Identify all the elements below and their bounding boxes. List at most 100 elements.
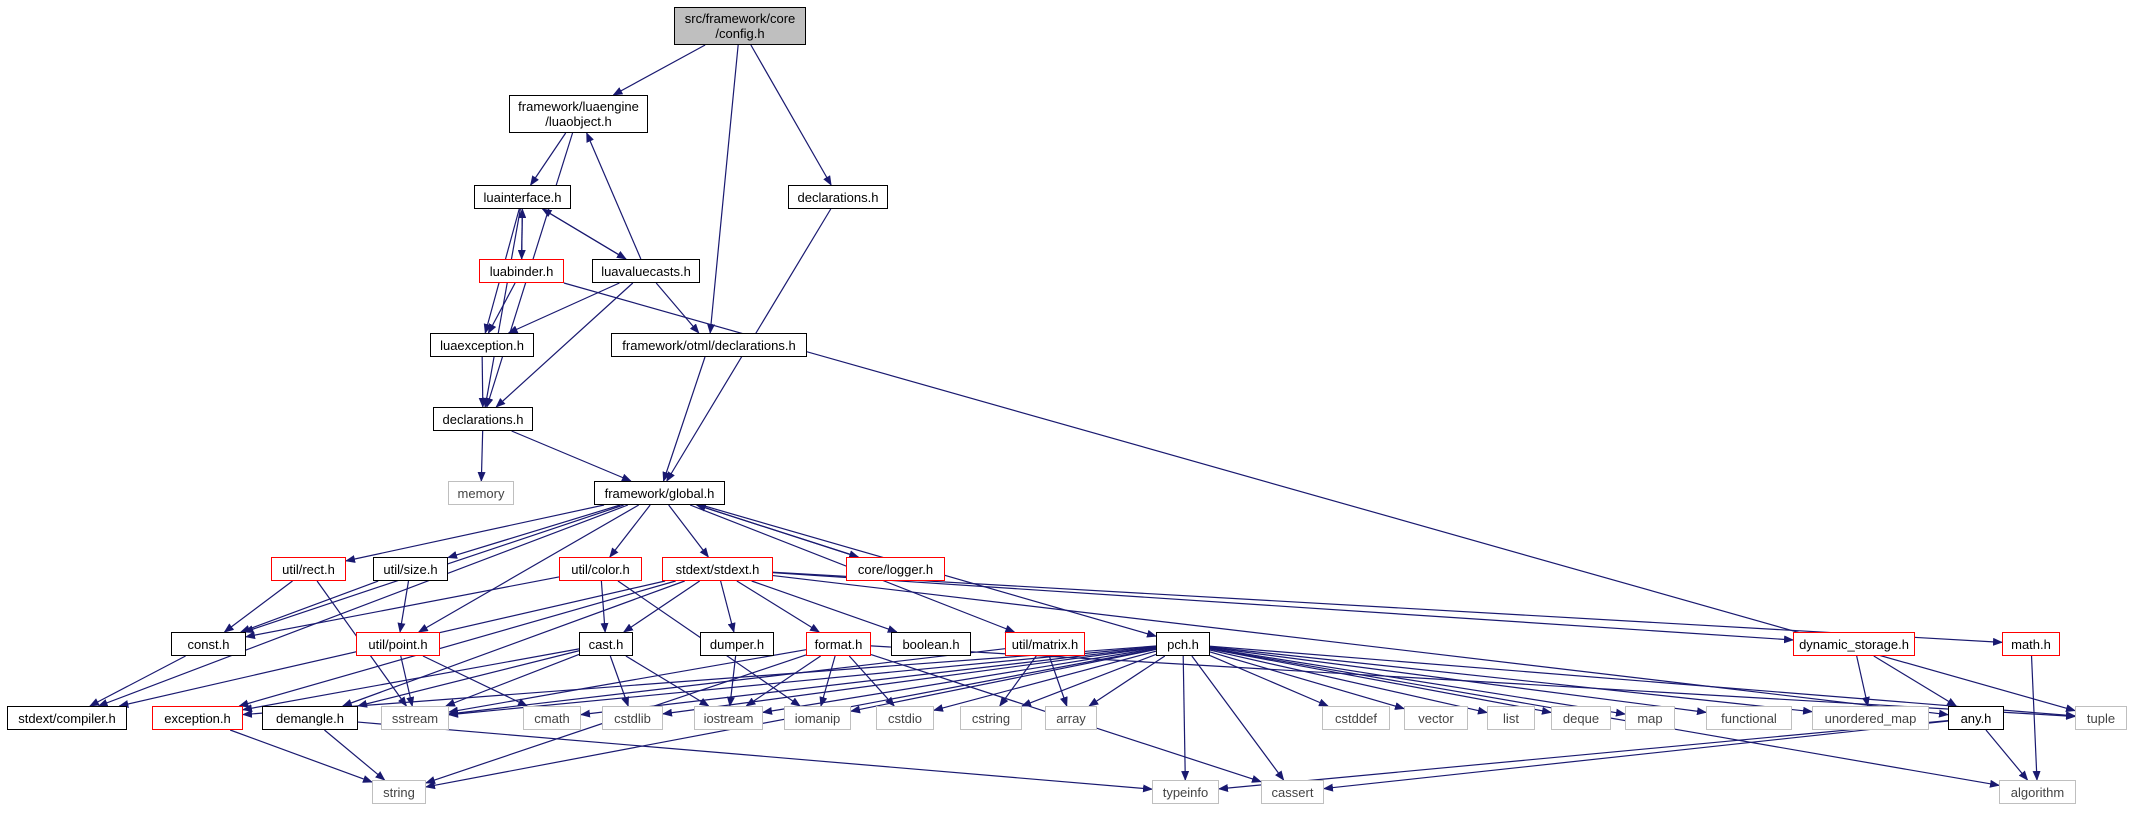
node-demangle[interactable]: demangle.h [262,706,358,730]
node-unordered-map: unordered_map [1812,706,1929,730]
edge-luaexception-to-declarations_lua [478,356,487,408]
edge-pch-to-cstddef [1209,654,1329,707]
edge-any-to-cassert [1323,720,1949,792]
edge-format-to-tuple [870,645,2076,720]
node-tuple: tuple [2075,706,2127,730]
edge-format-to-iostream [745,655,821,707]
edge-luavaluecasts-to-luaexception [507,282,620,334]
node-cassert: cassert [1261,780,1324,804]
edge-config-to-declarations_top [750,44,832,186]
edge-matrix-to-array [1048,655,1068,707]
node-memory: memory [448,481,514,505]
edge-stdext-to-any [772,574,1949,718]
node-declarations-top[interactable]: declarations.h [788,185,888,209]
node-functional: functional [1706,706,1792,730]
edge-global-to-stdext [668,504,709,558]
node-size[interactable]: util/size.h [373,557,448,581]
edge-luavaluecasts-to-otml_decl [655,282,700,334]
edge-global-to-point [417,504,640,633]
node-logger[interactable]: core/logger.h [846,557,945,581]
edge-pch-to-map [1209,647,1626,717]
node-sstream: sstream [381,706,449,730]
edge-const-to-compiler [89,655,186,707]
edge-pch-to-vector [1209,651,1405,710]
edge-pch-to-cstdlib [662,647,1157,717]
edge-stdext-to-dumper [720,580,736,633]
node-cstring: cstring [960,706,1022,730]
edge-luabinder-to-luainterface [518,208,527,260]
node-iomanip: iomanip [784,706,851,730]
edge-declarations_lua-to-memory [477,430,486,482]
node-otml-decl[interactable]: framework/otml/declarations.h [611,333,807,357]
edge-demangle-to-string [324,729,386,781]
node-deque: deque [1551,706,1611,730]
edge-exception-to-string [229,729,373,783]
node-pch[interactable]: pch.h [1156,632,1210,656]
node-cmath: cmath [523,706,581,730]
edge-rect-to-const [223,580,293,633]
node-map: map [1625,706,1675,730]
edge-pch-to-iostream [762,647,1157,715]
node-algorithm: algorithm [1999,780,2076,804]
edge-matrix-to-sstream [448,648,1006,717]
node-color[interactable]: util/color.h [559,557,642,581]
node-cstdio: cstdio [876,706,934,730]
edge-stdext-to-demangle [341,580,685,707]
edge-pch-to-list [1209,649,1488,715]
edge-config-to-luaobject [612,44,706,96]
node-config[interactable]: src/framework/core /config.h [674,7,806,45]
node-matrix[interactable]: util/matrix.h [1005,632,1085,656]
edge-point-to-cmath [422,655,528,707]
edge-stdext-to-cast [623,580,700,633]
edge-luainterface-to-declarations_lua [482,208,521,408]
edge-any-to-typeinfo [1218,720,1949,793]
edge-any-to-algorithm [1985,729,2029,781]
edge-pch-to-unordered_map [1209,646,1813,715]
edge-dynstorage-to-any [1873,655,1958,707]
edge-demangle-to-typeinfo [357,721,1153,793]
node-format[interactable]: format.h [806,632,871,656]
node-luavaluecasts[interactable]: luavaluecasts.h [592,259,700,283]
node-any[interactable]: any.h [1948,706,2004,730]
node-dynstorage[interactable]: dynamic_storage.h [1793,632,1915,656]
node-luaexception[interactable]: luaexception.h [430,333,534,357]
edge-luavaluecasts-to-luaobject [586,132,642,260]
node-exception[interactable]: exception.h [152,706,243,730]
edge-point-to-sstream [400,655,415,707]
edge-luabinder-to-luaexception [487,282,516,334]
edge-color-to-cast [600,580,609,633]
edge-cast-to-demangle [357,650,580,708]
edge-stdext-to-math [772,571,2003,646]
edge-format-to-sstream [448,649,807,715]
node-luabinder[interactable]: luabinder.h [479,259,564,283]
edge-luaobject-to-luainterface [530,132,567,186]
edge-pch-to-iomanip [850,648,1157,714]
node-vector: vector [1404,706,1468,730]
node-boolean[interactable]: boolean.h [891,632,971,656]
node-stdext[interactable]: stdext/stdext.h [662,557,773,581]
node-compiler[interactable]: stdext/compiler.h [7,706,127,730]
edge-size-to-const [239,580,379,633]
node-dumper[interactable]: dumper.h [700,632,774,656]
node-const[interactable]: const.h [171,632,246,656]
edge-stdext-to-boolean [751,580,898,633]
node-declarations-lua[interactable]: declarations.h [433,407,533,431]
edge-stdext-to-format [736,580,820,633]
node-rect[interactable]: util/rect.h [271,557,346,581]
edge-pch-to-sstream [448,646,1157,718]
node-math[interactable]: math.h [2002,632,2060,656]
edge-global-to-size [447,504,621,559]
node-luaobject[interactable]: framework/luaengine /luaobject.h [509,95,648,133]
edge-config-to-otml_decl [707,44,739,334]
node-global[interactable]: framework/global.h [594,481,725,505]
edge-pch-to-functional [1209,646,1707,716]
edge-otml_decl-to-global [662,356,706,482]
node-string: string [372,780,426,804]
node-cast[interactable]: cast.h [579,632,633,656]
edge-luavaluecasts-to-declarations_lua [495,282,634,408]
node-luainterface[interactable]: luainterface.h [474,185,571,209]
node-point[interactable]: util/point.h [356,632,440,656]
edge-global-to-color [609,504,651,558]
